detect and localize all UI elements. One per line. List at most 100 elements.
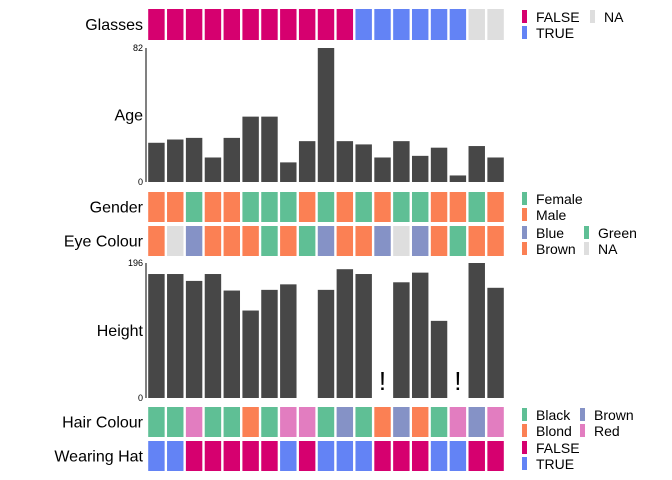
cell-eye_colour-9 <box>317 226 335 256</box>
cell-gender-4 <box>223 192 241 222</box>
cell-eye_colour-3 <box>204 226 222 256</box>
cell-wearing_hat-8 <box>298 441 316 471</box>
cell-glasses-8 <box>298 9 316 40</box>
cell-wearing_hat-15 <box>430 441 448 471</box>
cell-eye_colour-12 <box>374 226 391 256</box>
bar-height-10 <box>336 269 354 398</box>
cell-eye_colour-18 <box>487 226 504 256</box>
cell-glasses-2 <box>185 9 203 40</box>
bar-age-10 <box>336 141 354 182</box>
legend-label-eye_colour-0: Blue <box>536 225 564 241</box>
tick-label-min-height: 0 <box>138 393 143 403</box>
legend-swatch-gender-1 <box>522 208 527 221</box>
tick-label-max-height: 196 <box>128 258 143 268</box>
bar-height-15 <box>430 320 448 398</box>
bar-age-3 <box>204 157 222 182</box>
bar-age-11 <box>355 144 372 182</box>
cell-eye_colour-8 <box>298 226 316 256</box>
cell-gender-8 <box>298 192 316 222</box>
bar-height-18 <box>487 287 504 398</box>
cell-hair_colour-13 <box>393 407 410 437</box>
cell-wearing_hat-10 <box>336 441 354 471</box>
bar-age-7 <box>280 162 297 182</box>
legend-label-eye_colour-3: NA <box>598 241 618 257</box>
cell-eye_colour-16 <box>449 226 467 256</box>
bar-height-2 <box>185 280 203 398</box>
cell-gender-1 <box>167 192 184 222</box>
cell-eye_colour-7 <box>280 226 297 256</box>
legend-swatch-hair_colour-2 <box>522 424 527 437</box>
bar-height-13 <box>393 282 410 398</box>
bar-height-9 <box>317 289 335 398</box>
legend-swatch-eye_colour-1 <box>584 226 589 239</box>
bar-age-0 <box>148 142 165 182</box>
bar-height-7 <box>280 284 297 398</box>
cell-hair_colour-0 <box>148 407 165 437</box>
track-label-gender: Gender <box>90 200 144 217</box>
cell-wearing_hat-5 <box>242 441 259 471</box>
cell-wearing_hat-13 <box>393 441 410 471</box>
cell-wearing_hat-12 <box>374 441 391 471</box>
cell-gender-0 <box>148 192 165 222</box>
cell-glasses-7 <box>280 9 297 40</box>
cell-gender-17 <box>468 192 485 222</box>
cell-glasses-3 <box>204 9 222 40</box>
legend-swatch-hair_colour-0 <box>522 408 527 421</box>
cell-wearing_hat-18 <box>487 441 504 471</box>
cell-gender-5 <box>242 192 259 222</box>
cell-eye_colour-6 <box>261 226 278 256</box>
legend-swatch-wearing_hat-1 <box>522 457 527 470</box>
cell-wearing_hat-1 <box>167 441 184 471</box>
cell-wearing_hat-17 <box>468 441 485 471</box>
cell-wearing_hat-4 <box>223 441 241 471</box>
legend-label-gender-0: Female <box>536 191 583 207</box>
missing-marker-height-16: ! <box>454 366 461 396</box>
bar-height-5 <box>242 310 259 398</box>
bar-age-1 <box>167 139 184 182</box>
track-label-age: Age <box>115 108 144 125</box>
bar-age-12 <box>374 157 391 182</box>
track-label-hair_colour: Hair Colour <box>62 415 144 432</box>
cell-wearing_hat-6 <box>261 441 278 471</box>
track-label-height: Height <box>97 323 144 340</box>
bar-height-0 <box>148 274 165 398</box>
cell-gender-10 <box>336 192 354 222</box>
cell-glasses-14 <box>411 9 429 40</box>
cell-glasses-18 <box>487 9 504 40</box>
legend-label-glasses-2: TRUE <box>536 25 574 41</box>
legend-label-glasses-1: NA <box>604 9 624 25</box>
legend-swatch-wearing_hat-0 <box>522 441 527 454</box>
cell-gender-13 <box>393 192 410 222</box>
bar-age-2 <box>185 137 203 182</box>
track-label-eye_colour: Eye Colour <box>64 234 144 251</box>
legend-swatch-glasses-0 <box>522 10 527 23</box>
legend-label-hair_colour-0: Black <box>536 407 571 423</box>
cell-wearing_hat-14 <box>411 441 429 471</box>
cell-glasses-10 <box>336 9 354 40</box>
cell-glasses-5 <box>242 9 259 40</box>
cell-glasses-4 <box>223 9 241 40</box>
cell-gender-2 <box>185 192 203 222</box>
cell-eye_colour-0 <box>148 226 165 256</box>
cell-hair_colour-8 <box>298 407 316 437</box>
cell-glasses-13 <box>393 9 410 40</box>
cell-hair_colour-16 <box>449 407 467 437</box>
cell-hair_colour-18 <box>487 407 504 437</box>
cell-gender-9 <box>317 192 335 222</box>
cell-eye_colour-4 <box>223 226 241 256</box>
legend-label-eye_colour-2: Brown <box>536 241 576 257</box>
legend-swatch-eye_colour-0 <box>522 226 527 239</box>
legend-label-wearing_hat-0: FALSE <box>536 440 580 456</box>
cell-hair_colour-1 <box>167 407 184 437</box>
cell-hair_colour-6 <box>261 407 278 437</box>
bar-height-11 <box>355 274 372 398</box>
cell-eye_colour-17 <box>468 226 485 256</box>
bar-age-8 <box>298 141 316 182</box>
track-label-glasses: Glasses <box>85 17 143 34</box>
cell-hair_colour-12 <box>374 407 391 437</box>
cell-glasses-11 <box>355 9 372 40</box>
cell-wearing_hat-11 <box>355 441 372 471</box>
cell-gender-15 <box>430 192 448 222</box>
legend-swatch-gender-0 <box>522 192 527 205</box>
